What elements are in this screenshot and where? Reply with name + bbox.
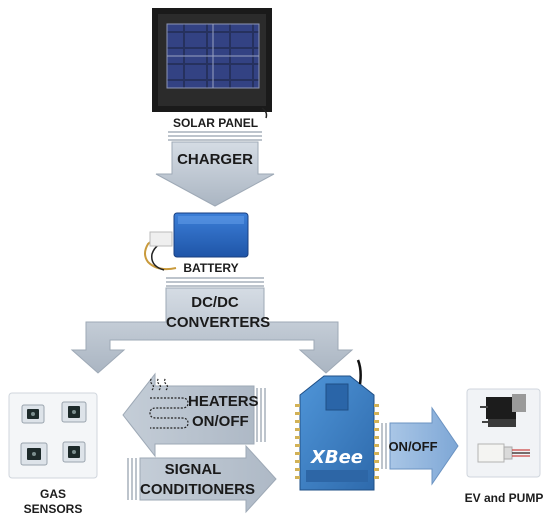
dcdc-label-line2: CONVERTERS (166, 314, 271, 331)
divider-lines (168, 131, 262, 141)
xbee-module-image (295, 359, 379, 491)
charger-label: CHARGER (177, 151, 253, 168)
charger-arrow (155, 141, 275, 207)
heaters-label: HEATERS ON/OFF (188, 392, 259, 432)
dcdc-label-line1: DC/DC (191, 294, 239, 311)
solar-panel-label: SOLAR PANEL (172, 116, 259, 130)
heaters-arrow (122, 372, 255, 458)
heaters-label-line1: HEATERS (188, 393, 259, 410)
gas-sensors-label-line1: GAS (39, 487, 66, 501)
ev-pump-image (466, 388, 541, 478)
heater-coil-icon (149, 377, 189, 429)
gas-sensors-label-line2: SENSORS (23, 502, 83, 516)
signal-label-line1: SIGNAL (164, 461, 222, 478)
battery-label: BATTERY (183, 261, 239, 275)
signal-label-line2: CONDITIONERS (140, 481, 256, 498)
dcdc-arrow (70, 287, 354, 374)
gas-sensors-image (8, 392, 98, 479)
battery-image (144, 212, 249, 271)
signal-label: SIGNAL CONDITIONERS (140, 460, 256, 500)
xbee-logo: XBee (310, 447, 363, 468)
signal-lines (127, 458, 137, 500)
onoff-label: ON/OFF (388, 439, 438, 454)
dcdc-label: DC/DC CONVERTERS (166, 293, 271, 333)
solar-panel-image (152, 8, 272, 119)
gas-sensors-label: GAS SENSORS (14, 487, 92, 517)
heaters-label-line2: ON/OFF (192, 413, 249, 430)
divider-lines-2 (166, 277, 264, 287)
signal-arrow (139, 444, 277, 514)
heaters-lines (256, 388, 266, 442)
ev-pump-label: EV and PUMP (464, 491, 544, 505)
onoff-arrow (389, 406, 459, 486)
onoff-lines (381, 423, 387, 469)
